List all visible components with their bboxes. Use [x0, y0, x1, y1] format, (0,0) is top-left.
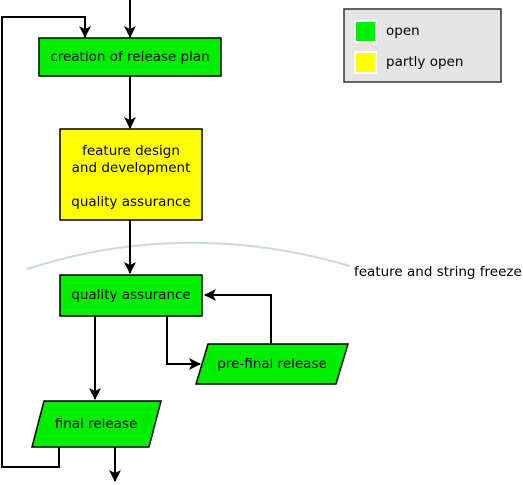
node-final-release-label: final release [55, 416, 138, 432]
freeze-curve [26, 241, 351, 270]
node-quality-assurance-shape [59, 274, 203, 317]
loop-back-arrow [1, 16, 91, 468]
arrow-quality-assurance-to-pre-final-release [166, 316, 201, 370]
node-pre-final-release: pre-final release [194, 343, 350, 385]
node-quality-assurance: quality assurance [59, 274, 203, 317]
legend-label-open: open [386, 23, 420, 39]
node-feature-design-line-1: feature design [82, 143, 180, 159]
node-final-release: final release [31, 400, 162, 448]
node-feature-design-line-2: and development [72, 160, 191, 176]
freeze-label: feature and string freeze [354, 264, 522, 280]
node-creation-of-release-plan: creation of release plan [38, 37, 222, 77]
arrow-pre-final-release-to-quality-assurance [204, 289, 272, 344]
node-pre-final-release-label: pre-final release [217, 356, 327, 372]
node-quality-assurance-label: quality assurance [71, 287, 190, 303]
node-feature-design-line-3: quality assurance [71, 194, 190, 210]
legend-swatch-open [354, 20, 377, 43]
connectors [1, 0, 272, 482]
legend-swatch-partly-open [354, 51, 377, 74]
node-feature-design-shape [59, 128, 203, 221]
node-creation-of-release-plan-shape [38, 37, 222, 77]
legend: open partly open [343, 8, 502, 83]
node-pre-final-release-shape [194, 343, 350, 385]
node-final-release-shape [31, 400, 162, 448]
node-feature-design: feature design and development quality a… [59, 128, 203, 221]
node-creation-of-release-plan-label: creation of release plan [50, 49, 209, 65]
legend-label-partly-open: partly open [386, 54, 463, 70]
